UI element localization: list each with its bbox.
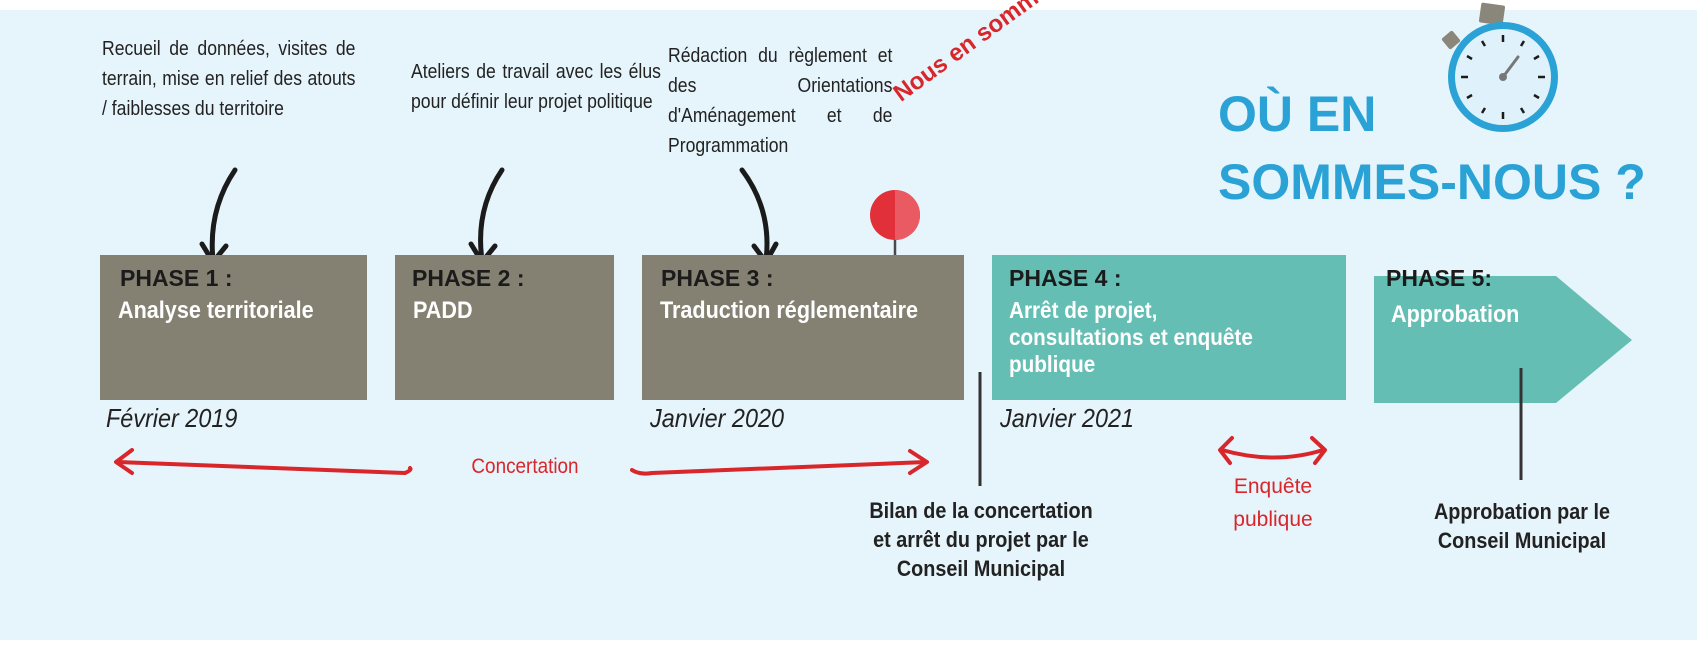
concertation-label: Concertation [471,455,579,478]
phase-1-box: PHASE 1 : Analyse territoriale [100,255,367,400]
phase-4-title: PHASE 4 : [1009,265,1122,291]
description-phase-2: Ateliers de travail avec les élus pour d… [411,61,661,113]
page-title-line-1: OÙ EN [1218,86,1377,142]
date-phase-4: Janvier 2021 [1000,403,1135,433]
description-phase-3: Rédaction du règlement et des Orientatio… [668,45,893,157]
arrow-phase-2 [478,167,505,263]
stopwatch-icon [1441,2,1558,132]
phase-3-title: PHASE 3 : [661,265,774,291]
date-phase-1: Février 2019 [106,403,238,433]
arrow-phase-3 [739,167,770,263]
timeline-graphics [114,2,1632,486]
phase-5-title: PHASE 5: [1386,265,1493,291]
milestone-arret-text: Bilan de la concertation et arrêt du pro… [869,498,1093,581]
phase-2-subtitle: PADD [413,297,473,324]
phase-1-title: PHASE 1 : [120,265,233,291]
phase-5-box: PHASE 5: Approbation [1374,255,1614,400]
date-phase-3: Janvier 2020 [650,403,785,433]
phase-3-box: PHASE 3 : Traduction réglementaire [642,255,964,400]
description-phase-1: Recueil de données, visites de terrain, … [102,38,356,120]
timeline-panel: Recueil de données, visites de terrain, … [0,0,1697,640]
milestone-approbation-text: Approbation par le Conseil Municipal [1433,499,1611,553]
phase-2-title: PHASE 2 : [412,265,525,291]
arrow-phase-1 [209,167,238,263]
enquete-publique-label: Enquête publique [1233,475,1313,531]
phase-5-subtitle: Approbation [1391,301,1520,328]
phase-3-subtitle: Traduction réglementaire [660,297,919,324]
phase-5-shape [1374,276,1632,403]
concertation-arrow [114,448,929,476]
page-title-line-2: SOMMES-NOUS ? [1218,154,1646,210]
description-arrows [199,167,779,265]
phase-2-box: PHASE 2 : PADD [395,255,614,400]
phase-1-subtitle: Analyse territoriale [118,297,314,324]
phase-4-box: PHASE 4 : Arrêt de projet, consultations… [992,255,1346,400]
enquete-double-arrow [1218,436,1327,465]
phase-4-subtitle: Arrêt de projet, consultations et enquêt… [1009,297,1253,377]
